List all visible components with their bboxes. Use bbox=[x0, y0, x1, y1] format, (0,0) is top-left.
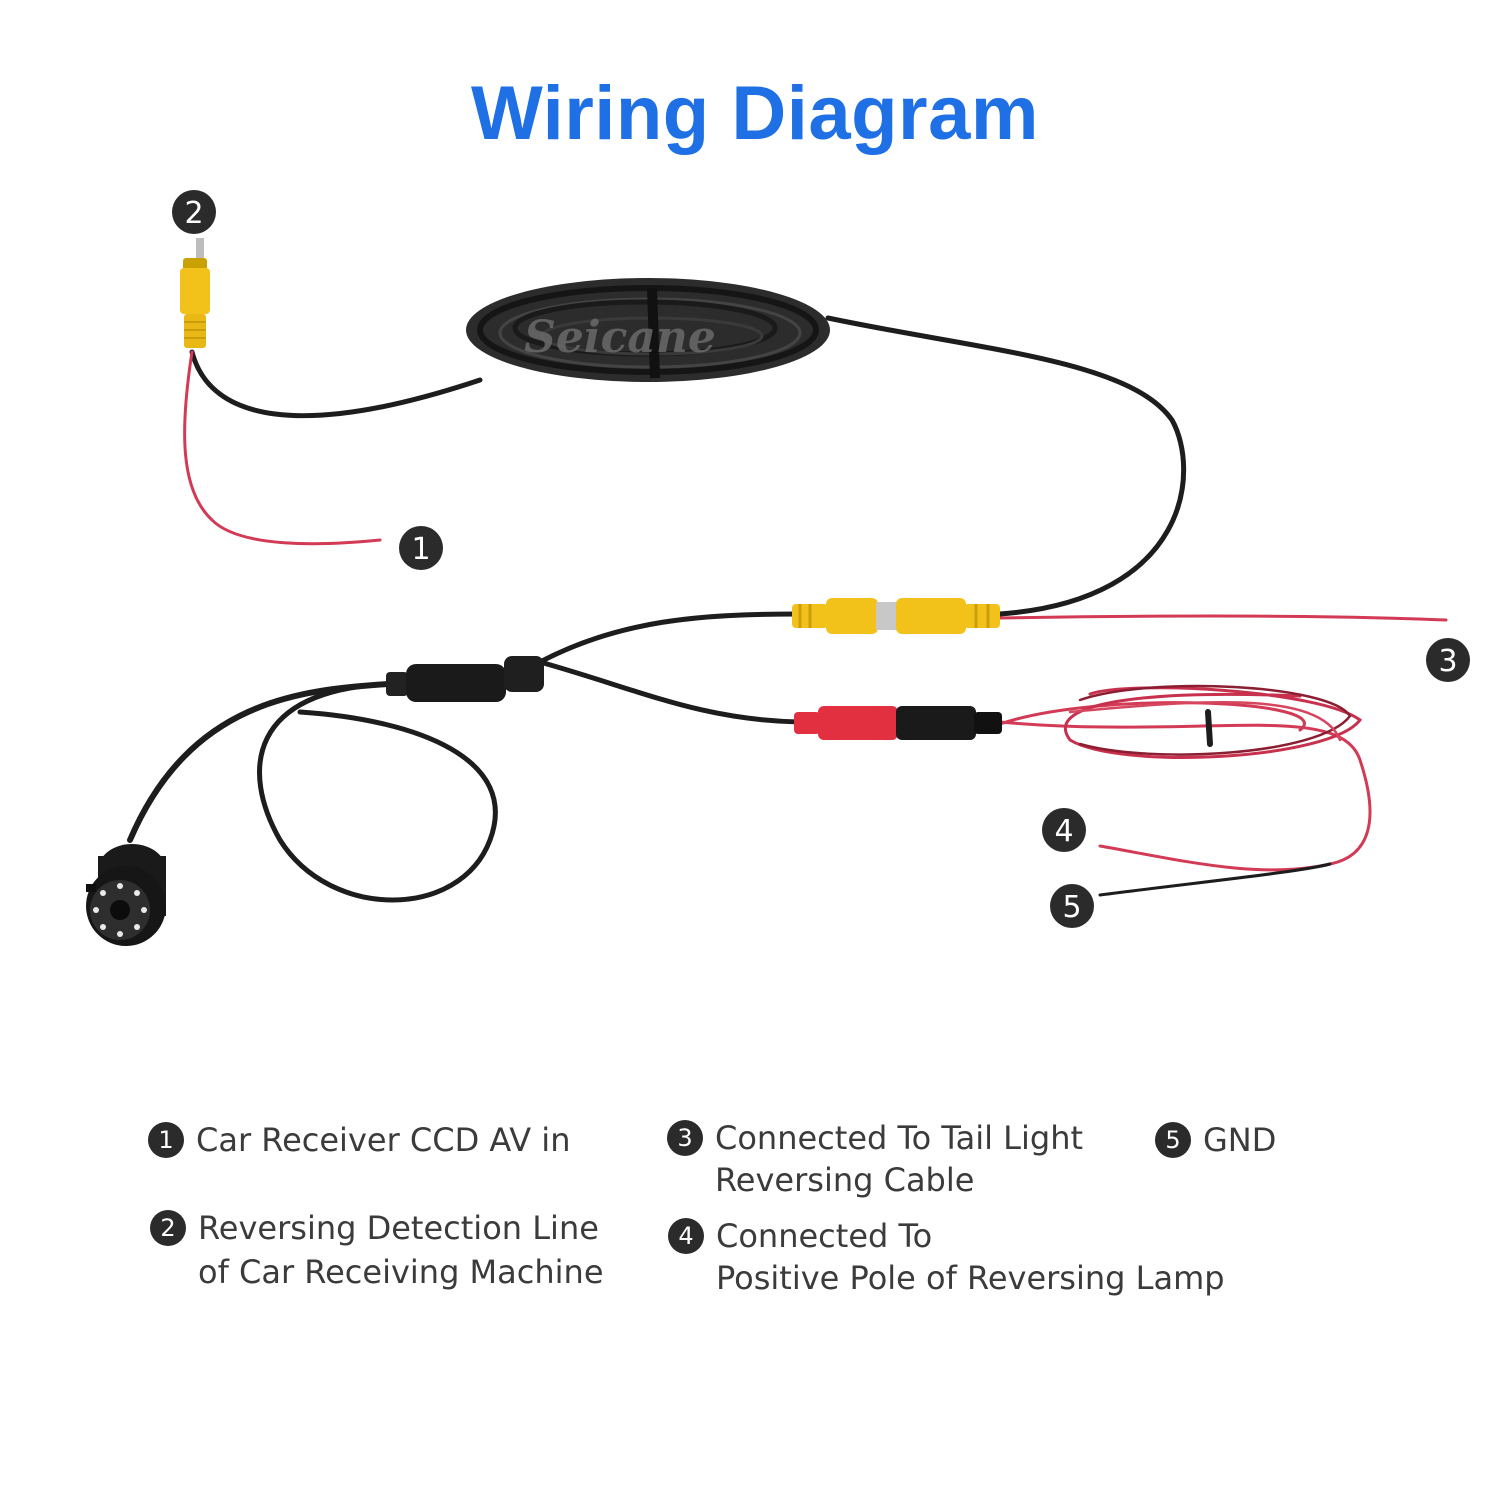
svg-text:3: 3 bbox=[1438, 644, 1457, 679]
legend-number: 1 bbox=[148, 1122, 184, 1158]
rca-connector-yellow bbox=[792, 598, 1000, 634]
page-title: Wiring Diagram bbox=[471, 71, 1039, 156]
legend-text: GND bbox=[1203, 1121, 1277, 1159]
watermark-text: Seicane bbox=[524, 312, 716, 363]
callout-1: 1 bbox=[399, 526, 443, 570]
tangled-wire-pair bbox=[1063, 684, 1363, 897]
callout-3: 3 bbox=[1426, 638, 1470, 682]
power-connector bbox=[794, 706, 1002, 740]
black-cables bbox=[127, 315, 1187, 903]
legend-text: of Car Receiving Machine bbox=[198, 1253, 604, 1291]
legend-text: Connected To Tail Light bbox=[715, 1119, 1084, 1157]
legend-text: Car Receiver CCD AV in bbox=[196, 1121, 571, 1159]
legend-text: Positive Pole of Reversing Lamp bbox=[716, 1259, 1225, 1297]
legend-number: 3 bbox=[667, 1120, 703, 1156]
legend-text: Reversing Detection Line bbox=[198, 1209, 599, 1247]
svg-text:4: 4 bbox=[1054, 814, 1073, 849]
callout-2: 2 bbox=[172, 190, 216, 234]
legend-text: Connected To bbox=[716, 1217, 933, 1255]
callout-5: 5 bbox=[1050, 884, 1094, 928]
cable-coil: Seicane bbox=[466, 278, 830, 382]
cable-junction bbox=[386, 656, 544, 702]
svg-text:5: 5 bbox=[1062, 890, 1081, 925]
svg-text:1: 1 bbox=[411, 532, 430, 567]
legend-number: 5 bbox=[1155, 1122, 1191, 1158]
legend-number: 2 bbox=[150, 1210, 186, 1246]
svg-text:2: 2 bbox=[184, 196, 203, 231]
legend-text: Reversing Cable bbox=[715, 1161, 975, 1199]
legend-number: 4 bbox=[668, 1218, 704, 1254]
rca-plug-top bbox=[180, 238, 210, 348]
callout-4: 4 bbox=[1042, 808, 1086, 852]
rear-camera bbox=[86, 844, 166, 946]
